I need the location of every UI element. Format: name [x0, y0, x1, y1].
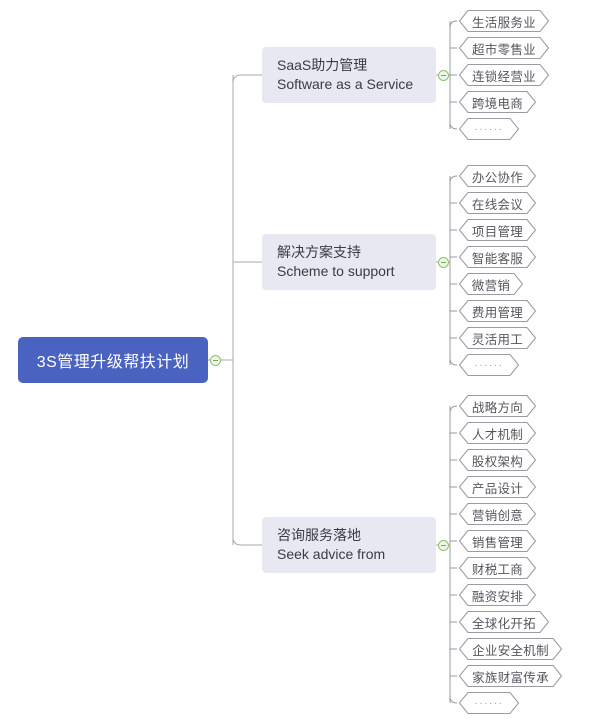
- leaf-node[interactable]: 微营销: [459, 273, 523, 295]
- leaf-label: 跨境电商: [471, 96, 524, 111]
- leaf-node[interactable]: 人才机制: [459, 422, 536, 444]
- leaf-label: 战略方向: [471, 400, 524, 415]
- leaf-capsule-outline: [459, 10, 549, 32]
- leaf-label: 智能客服: [471, 251, 524, 266]
- leaf-capsule-outline: [459, 422, 536, 444]
- leaf-node[interactable]: 在线会议: [459, 192, 536, 214]
- leaf-label: 全球化开拓: [471, 616, 536, 631]
- branch-collapse-toggle-icon[interactable]: [438, 256, 449, 268]
- leaf-label: 超市零售业: [471, 42, 536, 57]
- leaf-label: 项目管理: [471, 224, 524, 239]
- branch-title-cn: 咨询服务落地: [277, 527, 361, 543]
- leaf-node[interactable]: 财税工商: [459, 557, 536, 579]
- leaf-ellipsis-label: ······: [474, 123, 504, 135]
- leaf-label: 费用管理: [471, 305, 524, 320]
- leaf-capsule-outline: [459, 118, 519, 140]
- branch-node[interactable]: SaaS助力管理 Software as a Service: [262, 47, 436, 103]
- leaf-node[interactable]: 办公协作: [459, 165, 536, 187]
- leaf-node[interactable]: 销售管理: [459, 530, 536, 552]
- leaf-node[interactable]: 战略方向: [459, 395, 536, 417]
- leaf-capsule-outline: [459, 91, 536, 113]
- leaf-label: 办公协作: [471, 170, 524, 185]
- leaf-capsule-outline: [459, 530, 536, 552]
- leaf-capsule-outline: [459, 165, 536, 187]
- leaf-node[interactable]: 股权架构: [459, 449, 536, 471]
- leaf-capsule-outline: [459, 611, 549, 633]
- leaf-node[interactable]: ······: [459, 118, 519, 140]
- leaf-label: 企业安全机制: [472, 643, 549, 658]
- leaf-label: 营销创意: [471, 508, 524, 523]
- leaf-label: 在线会议: [471, 197, 524, 212]
- leaf-label: 融资安排: [471, 589, 524, 604]
- leaf-capsule-outline: [459, 354, 519, 376]
- leaf-label: 连锁经营业: [471, 69, 536, 84]
- leaf-capsule-outline: [459, 37, 549, 59]
- leaf-node[interactable]: 智能客服: [459, 246, 536, 268]
- leaf-node[interactable]: 营销创意: [459, 503, 536, 525]
- leaf-capsule-outline: [459, 64, 549, 86]
- leaf-node[interactable]: 跨境电商: [459, 91, 536, 113]
- leaf-label: 股权架构: [471, 454, 524, 469]
- root-node[interactable]: 3S管理升级帮扶计划: [18, 337, 208, 383]
- leaf-capsule-outline: [459, 395, 536, 417]
- leaf-node[interactable]: 全球化开拓: [459, 611, 549, 633]
- leaf-label: 产品设计: [471, 481, 524, 496]
- leaf-label: 灵活用工: [471, 332, 524, 347]
- leaf-capsule-outline: [459, 665, 562, 687]
- leaf-node[interactable]: 企业安全机制: [459, 638, 562, 660]
- leaf-label: 人才机制: [471, 427, 524, 442]
- leaf-ellipsis-label: ······: [474, 697, 504, 709]
- leaf-label: 财税工商: [471, 562, 524, 577]
- branch-node[interactable]: 咨询服务落地 Seek advice from: [262, 517, 436, 573]
- leaf-label: 销售管理: [471, 535, 524, 550]
- root-collapse-toggle-icon[interactable]: [210, 354, 221, 366]
- leaf-capsule-outline: [459, 192, 536, 214]
- branch-title-cn: 解决方案支持: [277, 244, 361, 260]
- leaf-capsule-outline: [459, 476, 536, 498]
- leaf-capsule-outline: [459, 449, 536, 471]
- leaf-capsule-outline: [459, 503, 536, 525]
- branch-title-en: Software as a Service: [277, 76, 414, 92]
- leaf-capsule-outline: [459, 638, 562, 660]
- leaf-capsule-outline: [459, 327, 536, 349]
- leaf-capsule-outline: [459, 584, 536, 606]
- leaf-node[interactable]: 产品设计: [459, 476, 536, 498]
- branch-node[interactable]: 解决方案支持 Scheme to support: [262, 234, 436, 290]
- leaf-node[interactable]: 灵活用工: [459, 327, 536, 349]
- leaf-node[interactable]: 生活服务业: [459, 10, 549, 32]
- leaf-label: 家族财富传承: [472, 670, 549, 685]
- leaf-capsule-outline: [459, 557, 536, 579]
- leaf-node[interactable]: 超市零售业: [459, 37, 549, 59]
- leaf-node[interactable]: 项目管理: [459, 219, 536, 241]
- branch-title-en: Scheme to support: [277, 263, 395, 279]
- leaf-capsule-outline: [459, 219, 536, 241]
- leaf-capsule-outline: [459, 692, 519, 714]
- leaf-node[interactable]: 连锁经营业: [459, 64, 549, 86]
- leaf-capsule-outline: [459, 246, 536, 268]
- leaf-ellipsis-label: ······: [474, 359, 504, 371]
- leaf-node[interactable]: 融资安排: [459, 584, 536, 606]
- leaf-capsule-outline: [459, 273, 523, 295]
- branch-collapse-toggle-icon[interactable]: [438, 539, 449, 551]
- leaf-node[interactable]: ······: [459, 354, 519, 376]
- leaf-capsule-outline: [459, 300, 536, 322]
- leaf-label: 微营销: [471, 278, 511, 293]
- leaf-node[interactable]: ······: [459, 692, 519, 714]
- leaf-label: 生活服务业: [471, 15, 536, 30]
- leaf-node[interactable]: 家族财富传承: [459, 665, 562, 687]
- root-node-label: 3S管理升级帮扶计划: [36, 354, 190, 371]
- branch-title-cn: SaaS助力管理: [277, 57, 368, 73]
- leaf-node[interactable]: 费用管理: [459, 300, 536, 322]
- branch-title-en: Seek advice from: [277, 546, 386, 562]
- branch-collapse-toggle-icon[interactable]: [438, 69, 449, 81]
